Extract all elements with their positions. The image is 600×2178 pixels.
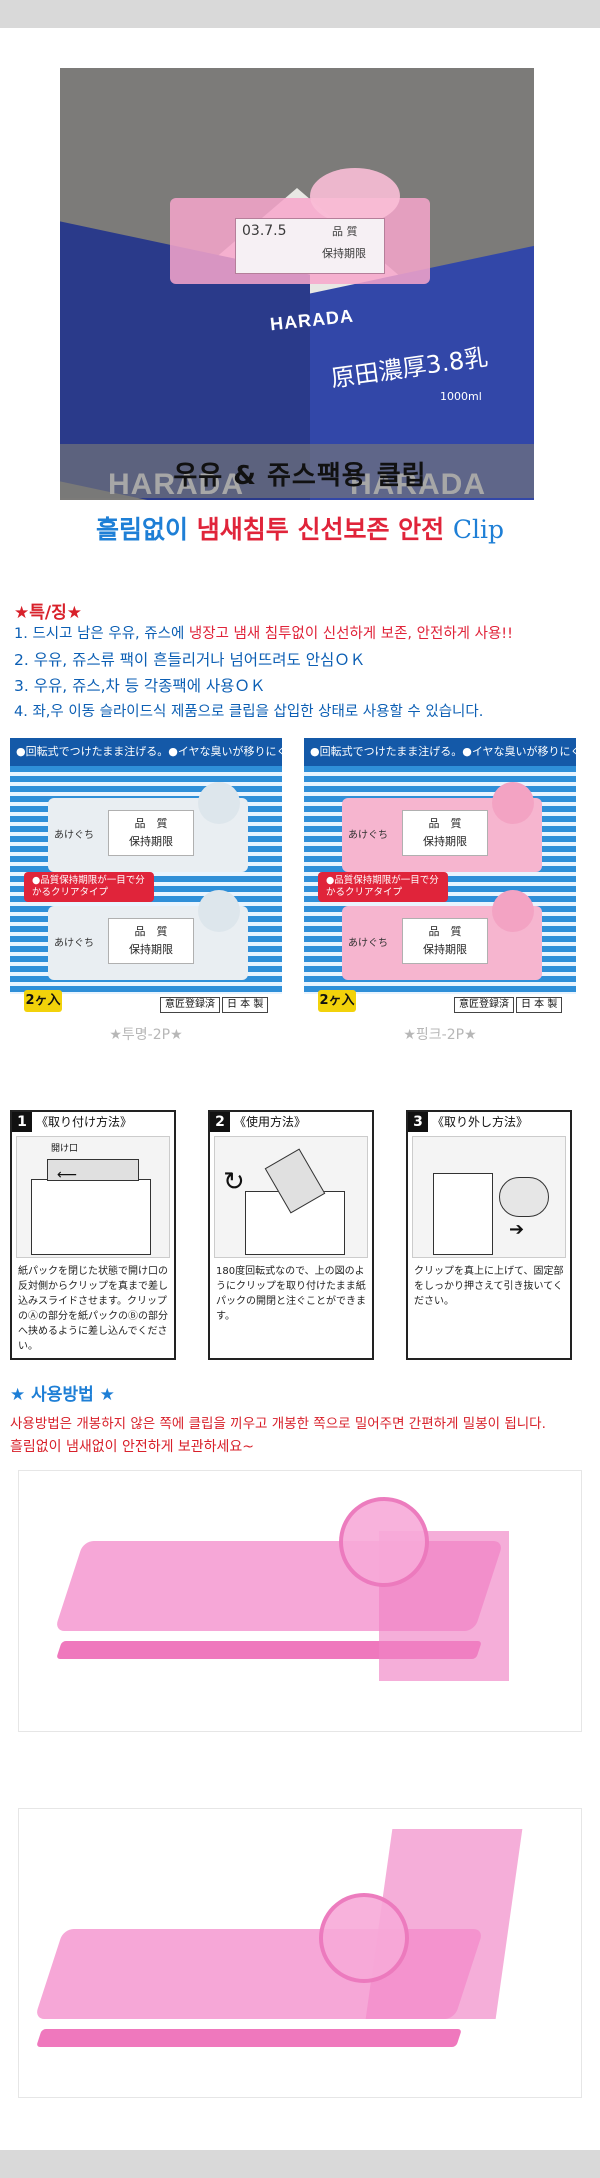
howto-line-1: 사용방법은 개봉하지 않은 쪽에 클립을 끼우고 개봉한 쪽으로 밀어주면 간편… xyxy=(10,1416,546,1432)
product-box-header: ●回転式でつけたまま注げる。●イヤな臭いが移りにくい。 xyxy=(10,738,282,766)
label-quality: 品 質 xyxy=(332,225,358,238)
tag-design-registered: 意匠登録済 xyxy=(454,997,514,1013)
label-open: あけぐち xyxy=(348,830,388,841)
feature-item-2: 2. 우유, 쥬스류 팩이 흔들리거나 넘어뜨려도 안심ＯＫ xyxy=(14,651,366,669)
label-k: 保持期限 xyxy=(423,943,467,956)
clip-rail xyxy=(36,2029,462,2047)
clip-drawing xyxy=(47,1159,139,1181)
subtitle-part2: 냄새침투 신선보존 안전 xyxy=(196,515,445,544)
clip-label: 品 質保持期限 xyxy=(108,918,194,964)
step-illustration: ➔ xyxy=(412,1136,566,1258)
carton-size: 1000ml xyxy=(440,390,482,403)
caption-pink: ★핑크-2P★ xyxy=(403,1027,477,1043)
step-number: 2 xyxy=(210,1112,230,1132)
pink-clip-image: 品 質保持期限 あけぐち xyxy=(342,782,542,872)
step-title: 《取り付け方法》 xyxy=(36,1115,133,1129)
clip-dial xyxy=(198,890,240,932)
howto-title: ★ 사용방법 ★ xyxy=(10,1385,115,1405)
step-attach: 1 《取り付け方法》 開け口 ⟵ 紙パックを閉じた状態で開け口の反対側からクリッ… xyxy=(10,1110,176,1360)
subtitle: 흘림없이 냄새침투 신선보존 안전 Clip xyxy=(0,510,600,546)
clip-dial xyxy=(339,1497,429,1587)
pack-count-badge: 2ヶ入 xyxy=(318,990,356,1012)
clear-type-pill: ●品質保持期限が一目で分かるクリアタイプ xyxy=(24,872,154,902)
pack-count-badge: 2ヶ入 xyxy=(24,990,62,1012)
label-open: あけぐち xyxy=(54,830,94,841)
label-open: あけぐち xyxy=(348,938,388,949)
feature-1-text: 1. 드시고 남은 우유, 쥬스에 xyxy=(14,626,189,642)
arrow-left-icon: ⟵ xyxy=(57,1167,78,1183)
label-q: 品 質 xyxy=(134,925,168,938)
subtitle-part1: 흘림없이 xyxy=(96,515,189,544)
carton-drawing xyxy=(433,1173,493,1255)
clip-body xyxy=(34,1929,484,2019)
step-description: 180度回転式なので、上の図のようにクリップを取り付けたまま紙パックの開閉と注ぐ… xyxy=(216,1266,366,1322)
clear-clip-image-2: 品 質保持期限 あけぐち xyxy=(48,890,248,980)
carton-drawing xyxy=(31,1179,151,1255)
hand-drawing xyxy=(499,1177,549,1217)
feature-1-highlight: 냉장고 냄새 침투없이 신선하게 보존, 안전하게 사용!! xyxy=(188,626,513,642)
step-description: クリップを真上に上げて、固定部をしっかり押さえて引き抜いてください。 xyxy=(414,1266,564,1307)
step-illustration: ↻ xyxy=(214,1136,368,1258)
product-box-clear: ●回転式でつけたまま注げる。●イヤな臭いが移りにくい。 品 質保持期限 あけぐち… xyxy=(10,738,282,1016)
hero-title: 우유 & 쥬스팩용 클립 xyxy=(173,461,427,491)
clip-dial xyxy=(319,1893,409,1983)
clip-label: 品 質保持期限 xyxy=(402,918,488,964)
tag-design-registered: 意匠登録済 xyxy=(160,997,220,1013)
step-illustration: 開け口 ⟵ xyxy=(16,1136,170,1258)
rotate-arrow-icon: ↻ xyxy=(223,1167,245,1197)
tag-made-in-japan: 日 本 製 xyxy=(516,997,563,1013)
clip-dial xyxy=(492,890,534,932)
label-k: 保持期限 xyxy=(423,835,467,848)
label-k: 保持期限 xyxy=(129,943,173,956)
step-number: 1 xyxy=(12,1112,32,1132)
clip-photo-2 xyxy=(18,1808,582,2098)
arrow-right-icon: ➔ xyxy=(509,1219,525,1240)
label-date: 03.7.5 xyxy=(242,223,287,239)
clip-dial xyxy=(198,782,240,824)
step-title: 《取り外し方法》 xyxy=(432,1115,529,1129)
top-gray-bar xyxy=(0,0,600,28)
feature-item-1: 1. 드시고 남은 우유, 쥬스에 냉장고 냄새 침투없이 신선하게 보존, 안… xyxy=(14,622,513,643)
label-q: 品 質 xyxy=(428,925,462,938)
caption-clear: ★투명-2P★ xyxy=(109,1027,183,1043)
hero-product-photo: HARADA HARADA HARADA 原田濃厚3.8乳 1000ml 03.… xyxy=(60,68,534,500)
clear-clip-image: 品 質保持期限 あけぐち xyxy=(48,782,248,872)
feature-item-3: 3. 우유, 쥬스,차 등 각종팩에 사용ＯＫ xyxy=(14,677,266,695)
step-number: 3 xyxy=(408,1112,428,1132)
clip-dial xyxy=(492,782,534,824)
clip-label-window: 03.7.5 品 質 保持期限 xyxy=(235,218,385,274)
features-title: ★특/징★ xyxy=(14,603,82,623)
clip-photo-1 xyxy=(18,1470,582,1732)
label-q: 品 質 xyxy=(134,817,168,830)
product-box-header: ●回転式でつけたまま注げる。●イヤな臭いが移りにくい。 xyxy=(304,738,576,766)
clip-label: 品 質保持期限 xyxy=(402,810,488,856)
label-k: 保持期限 xyxy=(129,835,173,848)
hero-title-banner xyxy=(60,444,534,498)
label-keep: 保持期限 xyxy=(322,247,366,260)
step-remove: 3 《取り外し方法》 ➔ クリップを真上に上げて、固定部をしっかり押さえて引き抜… xyxy=(406,1110,572,1360)
step-title: 《使用方法》 xyxy=(234,1115,307,1129)
pink-clip-image-2: 品 質保持期限 あけぐち xyxy=(342,890,542,980)
clip-label: 品 質保持期限 xyxy=(108,810,194,856)
product-box-pink: ●回転式でつけたまま注げる。●イヤな臭いが移りにくい。 品 質保持期限 あけぐち… xyxy=(304,738,576,1016)
label-open: あけぐち xyxy=(54,938,94,949)
feature-item-4: 4. 좌,우 이동 슬라이드식 제품으로 클립을 삽입한 상태로 사용할 수 있… xyxy=(14,704,484,720)
pink-clip-dial xyxy=(310,168,400,224)
howto-line-2: 흘림없이 냄새없이 안전하게 보관하세요~ xyxy=(10,1439,255,1455)
open-mouth-label: 開け口 xyxy=(51,1144,79,1154)
subtitle-part3: Clip xyxy=(452,515,504,544)
clear-type-pill: ●品質保持期限が一目で分かるクリアタイプ xyxy=(318,872,448,902)
tag-made-in-japan: 日 本 製 xyxy=(222,997,269,1013)
label-q: 品 質 xyxy=(428,817,462,830)
step-use: 2 《使用方法》 ↻ 180度回転式なので、上の図のようにクリップを取り付けたま… xyxy=(208,1110,374,1360)
bottom-gray-bar xyxy=(0,2150,600,2178)
step-description: 紙パックを閉じた状態で開け口の反対側からクリップを真まで差し込みスライドさせます… xyxy=(18,1266,168,1352)
